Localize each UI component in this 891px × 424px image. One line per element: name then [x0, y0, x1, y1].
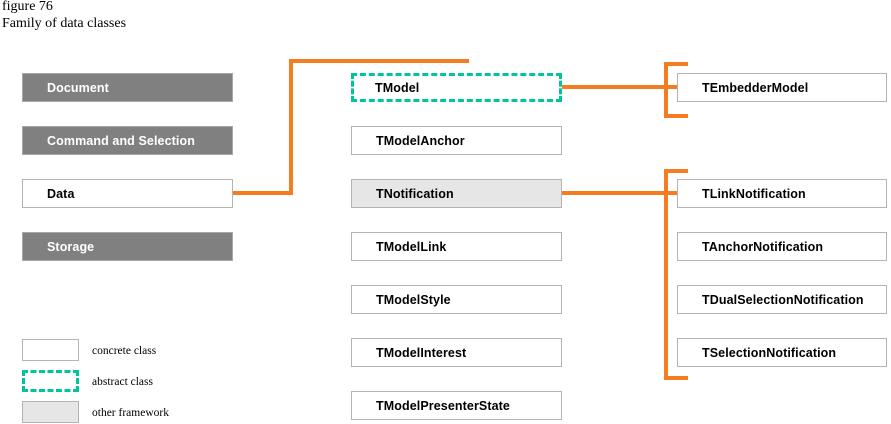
connector-data-horizontal: [233, 191, 293, 195]
legend-swatch-abstract: [22, 370, 81, 394]
class-box-label: TDualSelectionNotification: [702, 292, 864, 307]
class-box-tmodellink[interactable]: TModelLink: [351, 232, 567, 266]
class-box-label: TModelPresenterState: [376, 398, 510, 413]
class-box-command-and-selection[interactable]: Command and Selection: [22, 126, 238, 160]
class-box-label: TModelAnchor: [376, 133, 465, 148]
class-box-label: TModelInterest: [376, 345, 467, 360]
class-box-label: TLinkNotification: [702, 186, 806, 201]
class-box-document[interactable]: Document: [22, 73, 238, 107]
class-box-label: TModelStyle: [376, 292, 451, 307]
class-box-label: Document: [47, 80, 109, 95]
class-box-tmodelpresenterstate[interactable]: TModelPresenterState: [351, 391, 567, 424]
class-box-tmodelanchor[interactable]: TModelAnchor: [351, 126, 567, 160]
class-box-tnotification[interactable]: TNotification: [351, 179, 567, 213]
connector-tnotification-bracket: [664, 169, 668, 380]
class-box-data[interactable]: Data: [22, 179, 238, 213]
connector-tmodel-bracket: [664, 62, 668, 118]
legend-label-other: other framework: [92, 407, 169, 419]
class-box-label: TModel: [375, 80, 420, 95]
connector-tmodel-branch-top: [664, 62, 688, 66]
class-box-storage[interactable]: Storage: [22, 232, 238, 266]
class-box-label: TSelectionNotification: [702, 345, 837, 360]
figure-caption: figure 76 Family of data classes: [2, 0, 126, 32]
class-box-tmodelinterest[interactable]: TModelInterest: [351, 338, 567, 372]
class-box-tdualselectionnotification[interactable]: TDualSelectionNotification: [677, 285, 891, 319]
connector-tnotification-branch-top: [664, 169, 688, 173]
class-box-label: TModelLink: [376, 239, 447, 254]
class-box-label: Command and Selection: [47, 133, 195, 148]
class-box-tmodel[interactable]: TModel: [351, 73, 565, 105]
class-box-tlinknotification[interactable]: TLinkNotification: [677, 179, 891, 213]
legend-swatch-concrete: [22, 339, 83, 365]
class-box-label: Data: [47, 186, 75, 201]
class-box-tembeddermodel[interactable]: TEmbedderModel: [677, 73, 891, 107]
connector-tnotification-branch-bottom: [664, 376, 688, 380]
legend-label-concrete: concrete class: [92, 345, 157, 357]
class-box-label: TNotification: [376, 186, 454, 201]
class-box-label: TEmbedderModel: [702, 80, 809, 95]
connector-tmodel-horizontal: [562, 85, 677, 89]
figure-number: figure 76: [2, 0, 53, 14]
figure-title: Family of data classes: [2, 16, 127, 31]
connector-tnotification-horizontal: [562, 191, 677, 195]
legend-swatch-other: [22, 401, 83, 424]
connector-data-vertical: [289, 59, 293, 195]
legend-label-abstract: abstract class: [92, 376, 153, 388]
class-box-tmodelstyle[interactable]: TModelStyle: [351, 285, 567, 319]
connector-data-to-tmodel: [289, 59, 469, 63]
class-box-label: Storage: [47, 239, 95, 254]
class-box-tselectionnotification[interactable]: TSelectionNotification: [677, 338, 891, 372]
class-box-label: TAnchorNotification: [702, 239, 824, 254]
class-box-tanchornotification[interactable]: TAnchorNotification: [677, 232, 891, 266]
connector-tmodel-branch-bottom: [664, 114, 688, 118]
